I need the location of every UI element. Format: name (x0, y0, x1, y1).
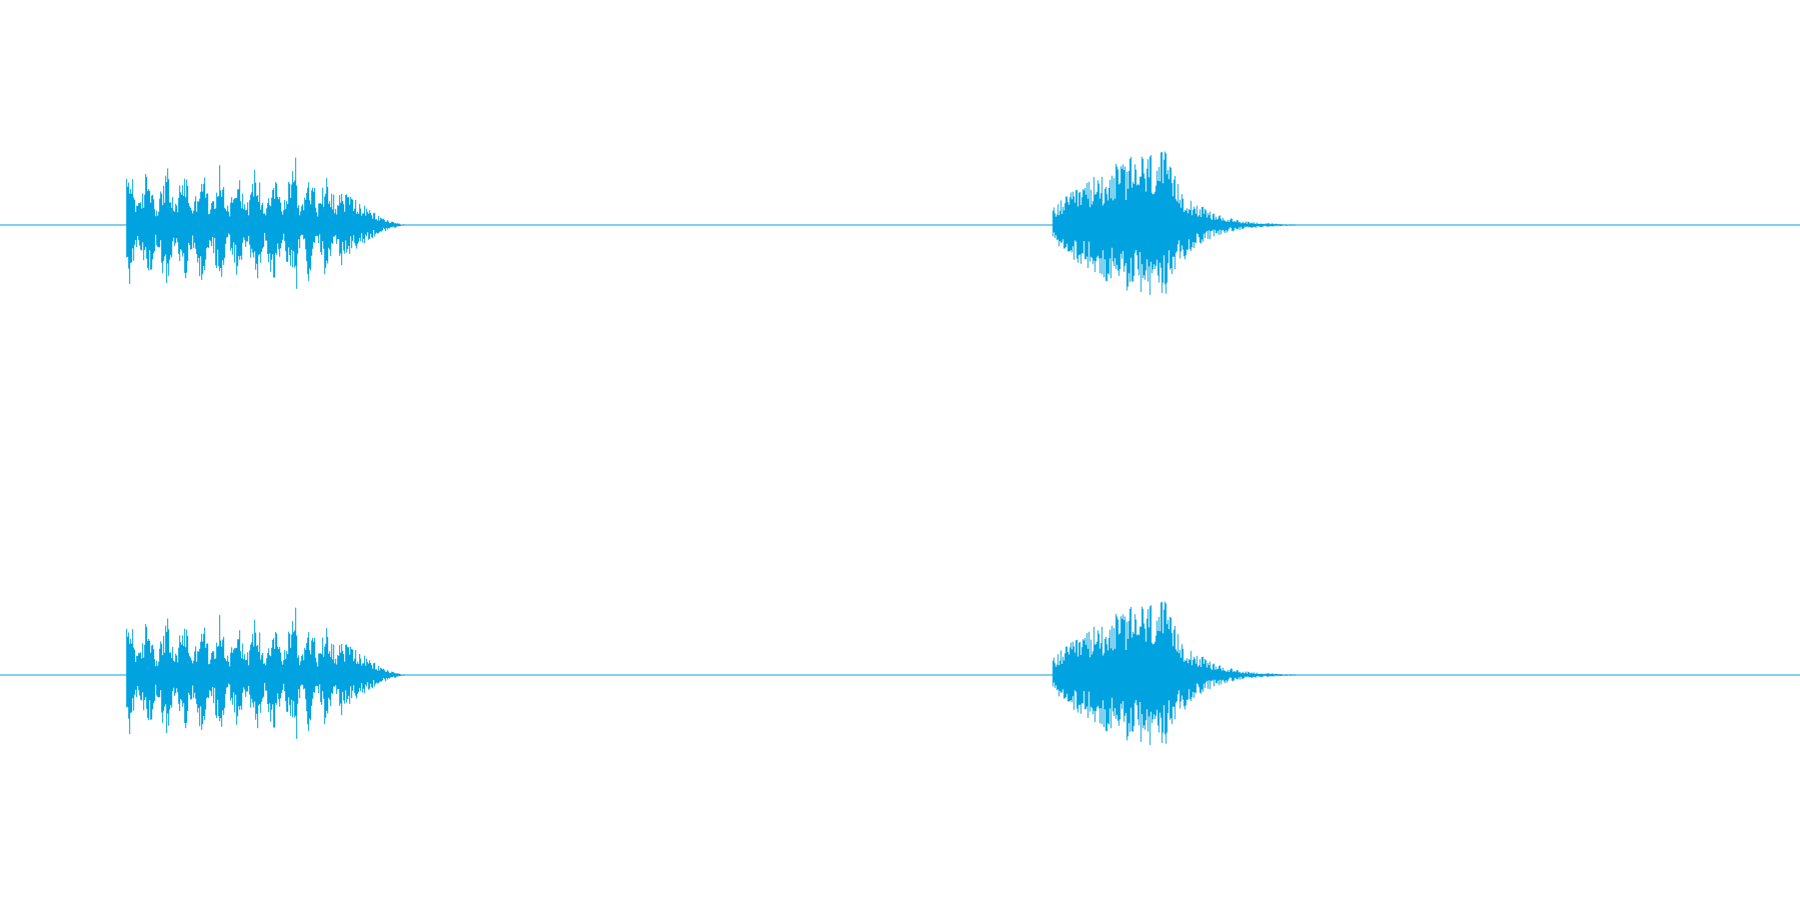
waveform-samples (126, 151, 1306, 296)
channel-right-waveform (0, 601, 1800, 746)
waveform-samples (126, 601, 1306, 746)
channel-left-waveform (0, 151, 1800, 296)
